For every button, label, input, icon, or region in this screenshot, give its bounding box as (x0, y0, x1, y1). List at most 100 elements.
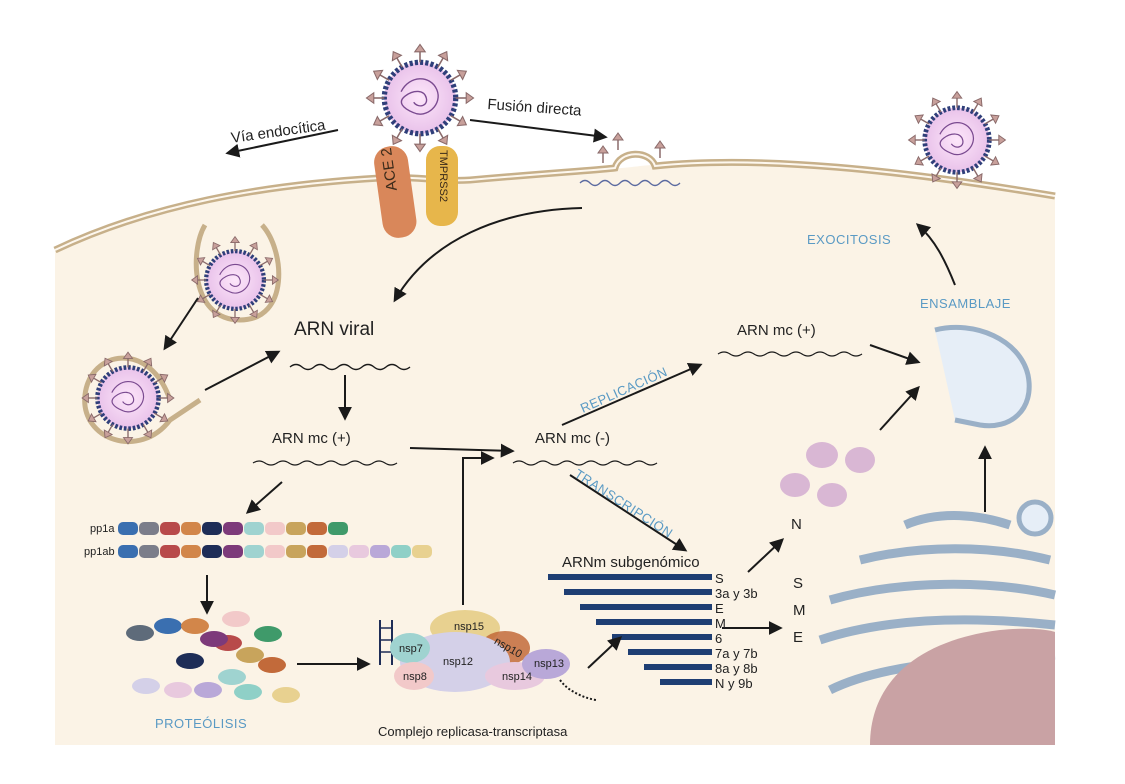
pp1ab-polyprotein (118, 545, 432, 558)
polyprotein-segment (307, 545, 327, 558)
sg-gene-label: 7a y 7b (715, 646, 758, 661)
arrow-fusion (469, 119, 608, 143)
exocytosis-label: EXOCITOSIS (807, 232, 892, 247)
nsp-blob-nsp6 (200, 631, 228, 647)
arrow-pocket-to-endosome (163, 297, 199, 351)
nsp-blob-nsp10 (258, 657, 286, 673)
polyprotein-segment (286, 545, 306, 558)
nsp-blob-nsp1 (126, 625, 154, 641)
sg-gene-label: N y 9b (715, 676, 753, 691)
virion-top (366, 44, 473, 151)
complex-nsp15-label: nsp15 (454, 621, 484, 633)
fusion-rna (579, 179, 681, 187)
subgenomic-bar (660, 679, 712, 685)
complex-nsp7-label: nsp7 (399, 643, 423, 655)
subgenomic-bar (596, 619, 712, 625)
viral-rna-wave (289, 363, 411, 371)
polyprotein-segment (328, 545, 348, 558)
polyprotein-segment (349, 545, 369, 558)
polyprotein-segment (265, 545, 285, 558)
complex-nsp8-label: nsp8 (403, 671, 427, 683)
polyprotein-segment (139, 522, 159, 535)
complex-label: Complejo replicasa-transcriptasa (378, 724, 568, 739)
arrows (163, 119, 992, 671)
subgenomic-bar (644, 664, 712, 670)
nsp-blob-nsp2 (154, 618, 182, 634)
er-golgi (818, 324, 1057, 695)
subgenomic-bar (628, 649, 712, 655)
polyprotein-segment (286, 522, 306, 535)
nsp-blob-nsp8 (236, 647, 264, 663)
subgenomic-bar (580, 604, 712, 610)
polyprotein-segment (244, 545, 264, 558)
arrow-exocytosis (915, 223, 956, 286)
subgenomic-bar (548, 574, 712, 580)
arrow-endosome-to-rna (204, 350, 281, 391)
nsp-blob-nsp11 (254, 626, 282, 642)
polyprotein-segment (160, 545, 180, 558)
polyprotein-segment (328, 522, 348, 535)
polyprotein-segment (223, 545, 243, 558)
polyprotein-segment (391, 545, 411, 558)
nsp-blob-nsp14 (194, 682, 222, 698)
polyprotein-segment (202, 522, 222, 535)
nsp-blob-nsp12 (132, 678, 160, 694)
complex-nsp7 (390, 633, 430, 663)
rna-minus-wave (512, 460, 658, 466)
nsp-blob-nsp5 (176, 653, 204, 669)
protein-e-label: E (793, 629, 804, 646)
subgenomic-bar (564, 589, 712, 595)
polyprotein-segment (412, 545, 432, 558)
polyprotein-segment (181, 522, 201, 535)
polyprotein-segment (139, 545, 159, 558)
subgenomic-label: ARNm subgenómico (562, 554, 700, 571)
sg-gene-label: M (715, 616, 726, 631)
polyprotein-segment (370, 545, 390, 558)
protein-s-label: S (793, 575, 804, 592)
sg-gene-label: 6 (715, 631, 723, 646)
rna-plus-wave (252, 460, 398, 466)
complex-nsp8 (394, 662, 434, 690)
pp1ab-label: pp1ab (84, 546, 115, 558)
arrow-sg-to-n (747, 538, 785, 573)
polyprotein-segment (307, 522, 327, 535)
pp1a-polyprotein (118, 522, 348, 535)
polyprotein-segment (265, 522, 285, 535)
complex-nsp13 (522, 649, 570, 679)
nsp-pool (126, 611, 300, 703)
rna-plus-replicated-label: ARN mc (+) (737, 322, 816, 339)
sg-gene-label: 8a y 8b (715, 661, 758, 676)
subgenomic-mrna-bars (548, 574, 712, 685)
n-proteins (780, 442, 875, 507)
pp1a-label: pp1a (90, 523, 115, 535)
replicase-complex (379, 610, 597, 701)
sg-gene-label: E (715, 601, 724, 616)
polyprotein-segment (202, 545, 222, 558)
arrow-transcription (569, 474, 688, 552)
protein-m-label: M (793, 602, 806, 619)
proteolysis-label: PROTEÓLISIS (155, 716, 248, 731)
rna-minus-label: ARN mc (-) (535, 430, 610, 447)
complex-nsp14-label: nsp14 (502, 671, 532, 683)
nsp-blob-nsp13 (164, 682, 192, 698)
polyprotein-segment (181, 545, 201, 558)
ace2-receptor (374, 146, 417, 238)
sg-gene-label: S (715, 571, 724, 586)
tmprss2-receptor (426, 146, 458, 226)
arrow-complex-up (462, 451, 495, 605)
rna-plus-label: ARN mc (+) (272, 430, 351, 447)
nsp-blob-nsp15 (234, 684, 262, 700)
arrow-n-to-assembly (879, 385, 920, 431)
viral-rna-label: ARN viral (294, 319, 375, 340)
polyprotein-segment (118, 522, 138, 535)
arrow-replication (561, 363, 703, 426)
polyprotein-segment (244, 522, 264, 535)
polyprotein-segment (223, 522, 243, 535)
complex-nsp12-label: nsp12 (443, 656, 473, 668)
cytoplasm (55, 162, 1055, 745)
assembly-label: ENSAMBLAJE (920, 296, 1011, 311)
nsp-blob-nsp9 (222, 611, 250, 627)
nsp-blob-nsp7 (218, 669, 246, 685)
arrow-plus-to-minus (409, 443, 515, 458)
